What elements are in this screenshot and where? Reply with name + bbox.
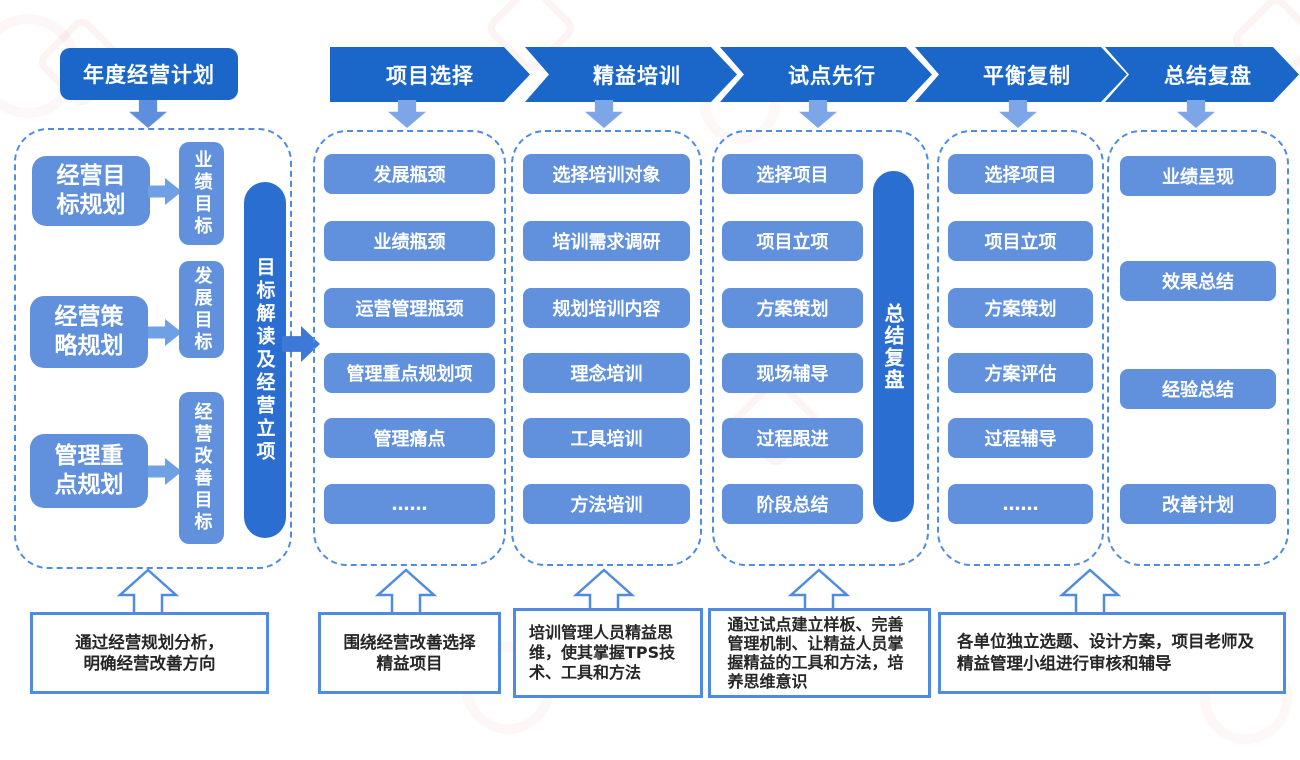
column-lean-training: 选择培训对象 培训需求调研 规划培训内容 理念培训 工具培训 方法培训 [511, 130, 702, 566]
note-text: 通过试点建立样板、完善管理机制、让精益人员掌握精益的工具和方法，培养思维意识 [727, 615, 904, 691]
step-node: 过程辅导 [948, 418, 1093, 458]
summary-review-bar: 总结复盘 [873, 171, 914, 522]
right-arrow-icon [148, 178, 182, 205]
step-node: 业绩呈现 [1120, 156, 1276, 196]
phase-chevron-lean-training: 精益培训 [525, 47, 737, 102]
goal-node-label: 业绩目标 [191, 149, 213, 238]
phase-chevron-pilot-first: 试点先行 [720, 47, 932, 102]
note-text: 通过经营规划分析，明确经营改善方向 [75, 633, 224, 673]
goal-node: 业绩目标 [179, 142, 224, 245]
up-arrow-icon [788, 568, 850, 614]
step-node: 现场辅导 [722, 353, 863, 393]
right-arrow-icon [148, 458, 182, 485]
note-text: 各单位独立选题、设计方案，项目老师及精益管理小组进行审核和辅导 [957, 632, 1254, 673]
right-arrow-icon [148, 319, 182, 346]
step-node: 方案策划 [722, 288, 863, 328]
step-node: 改善计划 [1120, 484, 1276, 524]
note-pilot-first: 通过试点建立样板、完善管理机制、让精益人员掌握精益的工具和方法，培养思维意识 [708, 608, 931, 698]
down-arrow-icon [129, 100, 167, 128]
plan-node: 管理重点规划 [30, 434, 148, 508]
step-node: 阶段总结 [722, 484, 863, 524]
step-node: 方案评估 [948, 353, 1093, 393]
goal-node-label: 发展目标 [191, 265, 213, 354]
step-node: …… [948, 484, 1093, 524]
up-arrow-icon [375, 568, 437, 614]
step-node: 选择项目 [948, 154, 1093, 194]
note-replication: 各单位独立选题、设计方案，项目老师及精益管理小组进行审核和辅导 [938, 612, 1286, 694]
step-node: 方案策划 [948, 288, 1093, 328]
step-node: 经验总结 [1120, 369, 1276, 409]
step-node: 方法培训 [523, 484, 690, 524]
annual-plan-title: 年度经营计划 [60, 48, 238, 100]
step-node: 选择项目 [722, 154, 863, 194]
planning-panel: 经营目标规划 业绩目标 经营策略规划 发展目标 管理重点规划 经营改善目标 目标… [14, 128, 292, 569]
phase-chevron-balanced-replication: 平衡复制 [915, 47, 1127, 102]
goal-node-label: 经营改善目标 [191, 402, 213, 534]
phase-chevron-summary-review: 总结复盘 [1105, 47, 1299, 102]
step-node: 理念培训 [523, 353, 690, 393]
column-balanced-replication: 选择项目 项目立项 方案策划 方案评估 过程辅导 …… [937, 130, 1104, 566]
plan-node-label: 管理重点规划 [54, 443, 124, 498]
step-node: 规划培训内容 [523, 288, 690, 328]
step-node: 业绩瓶颈 [324, 221, 495, 261]
goal-interpretation-label: 目标解读及经营立项 [253, 256, 276, 464]
step-node: 选择培训对象 [523, 154, 690, 194]
goal-node: 经营改善目标 [179, 392, 224, 544]
plan-node: 经营目标规划 [32, 156, 150, 226]
down-arrow-icon [799, 100, 837, 128]
plan-node-label: 经营目标规划 [56, 163, 126, 218]
goal-node: 发展目标 [179, 261, 224, 358]
note-text: 培训管理人员精益思维，使其掌握TPS技术、工具和方法 [529, 623, 676, 682]
step-node: 管理重点规划项 [324, 353, 495, 393]
step-node: 过程跟进 [722, 418, 863, 458]
step-node: 发展瓶颈 [324, 154, 495, 194]
note-text: 围绕经营改善选择精益项目 [343, 633, 476, 673]
column-pilot-first: 选择项目 项目立项 方案策划 现场辅导 过程跟进 阶段总结 总结复盘 [712, 130, 929, 566]
down-arrow-icon [999, 100, 1037, 128]
plan-node-label: 经营策略规划 [54, 304, 124, 359]
phase-chevron-project-selection: 项目选择 [330, 47, 530, 102]
goal-interpretation-bar: 目标解读及经营立项 [244, 182, 286, 538]
up-arrow-icon [1059, 568, 1121, 614]
down-arrow-icon [388, 100, 426, 128]
step-node: 工具培训 [523, 418, 690, 458]
up-arrow-icon [573, 568, 635, 614]
step-node: …… [324, 484, 495, 524]
column-summary-review: 业绩呈现 效果总结 经验总结 改善计划 [1107, 130, 1289, 566]
down-arrow-icon [1177, 100, 1215, 128]
step-node: 效果总结 [1120, 261, 1276, 301]
step-node: 管理痛点 [324, 418, 495, 458]
up-arrow-icon [117, 568, 179, 614]
step-node: 培训需求调研 [523, 221, 690, 261]
column-project-selection: 发展瓶颈 业绩瓶颈 运营管理瓶颈 管理重点规划项 管理痛点 …… [313, 130, 506, 566]
step-node: 项目立项 [948, 221, 1093, 261]
plan-node: 经营策略规划 [30, 296, 148, 368]
step-node: 项目立项 [722, 221, 863, 261]
down-arrow-icon [585, 100, 623, 128]
step-node: 运营管理瓶颈 [324, 288, 495, 328]
note-project-selection: 围绕经营改善选择精益项目 [318, 612, 501, 694]
summary-review-label: 总结复盘 [881, 302, 905, 391]
note-planning-analysis: 通过经营规划分析，明确经营改善方向 [30, 612, 269, 694]
note-lean-training: 培训管理人员精益思维，使其掌握TPS技术、工具和方法 [513, 608, 703, 698]
